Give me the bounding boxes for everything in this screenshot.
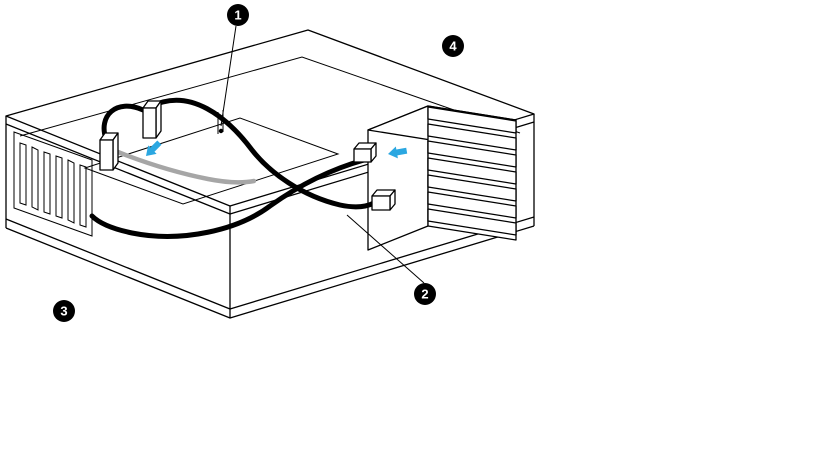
callout-4-badge [442, 35, 464, 57]
signal-cable [110, 147, 257, 185]
board-connector-a [99, 132, 119, 171]
drive-bay [427, 106, 517, 134]
cage-connector-upper [353, 142, 377, 163]
expansion-slot [55, 155, 63, 219]
expansion-slot-panel [13, 131, 93, 237]
callout-1-label: 1 [234, 8, 241, 23]
expansion-slots [13, 131, 93, 237]
expansion-slot [19, 142, 27, 206]
chassis-bottom-edge-inner [5, 216, 535, 310]
drive-bay [427, 208, 517, 236]
chassis-bottom-edge [5, 225, 535, 319]
insertion-arrow-icon [388, 146, 408, 159]
drive-bay [427, 140, 517, 168]
callout-2-leader-line [346, 214, 425, 284]
drive-bay [427, 157, 517, 185]
expansion-slot [31, 146, 39, 211]
power-cable-to-cage-upper [89, 157, 367, 239]
board-connector-b [142, 100, 162, 139]
chassis [5, 29, 535, 319]
system-board-outline [83, 117, 340, 205]
callout-1: 1 [220, 4, 249, 127]
insertion-arrow-icon [146, 140, 162, 156]
callout-2-badge [414, 283, 436, 305]
callout-3-badge [53, 300, 75, 322]
callout-1-badge [227, 4, 249, 26]
callout-4: 4 [442, 35, 464, 57]
callout-2: 2 [346, 214, 436, 305]
expansion-slot [79, 164, 87, 228]
callout-4-label: 4 [449, 39, 457, 54]
drive-bay [427, 123, 517, 151]
expansion-slot [43, 151, 51, 215]
cage-connector-lower [371, 189, 396, 211]
expansion-slot [67, 159, 75, 224]
callout-3: 3 [53, 300, 75, 322]
drive-bay [427, 174, 517, 202]
callout-1-leader-line [220, 25, 237, 127]
power-cable-to-cage-lower [147, 97, 377, 210]
drive-cage [367, 105, 517, 251]
cables [89, 97, 377, 239]
callout-3-label: 3 [60, 304, 67, 319]
callout-2-label: 2 [421, 287, 428, 302]
drive-bay [427, 191, 517, 219]
